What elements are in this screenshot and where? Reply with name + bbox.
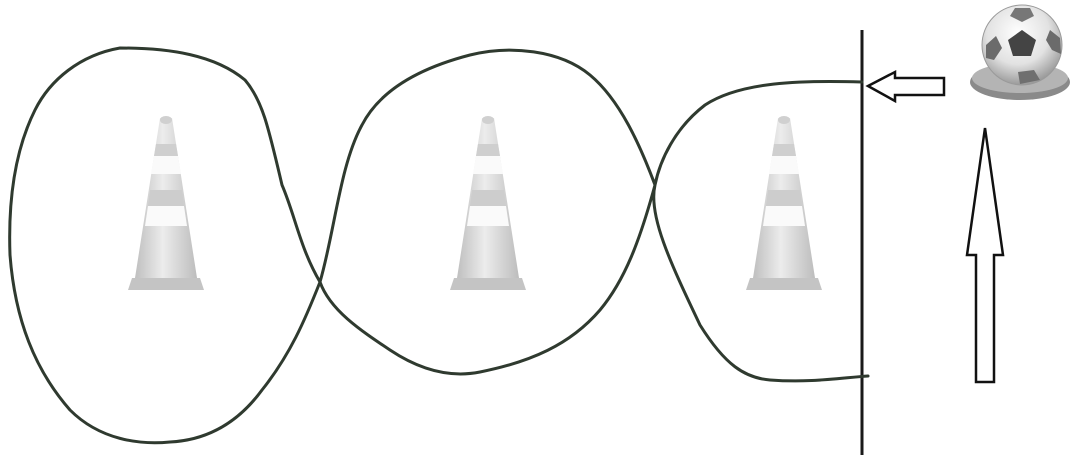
arrow-left-icon	[868, 72, 944, 101]
dribble-path	[10, 48, 868, 443]
traffic-cone-3	[746, 116, 822, 290]
arrow-up-icon	[967, 128, 1003, 382]
traffic-cone-2	[450, 116, 526, 290]
soccer-ball-icon	[970, 5, 1070, 100]
traffic-cone-1	[128, 116, 204, 290]
